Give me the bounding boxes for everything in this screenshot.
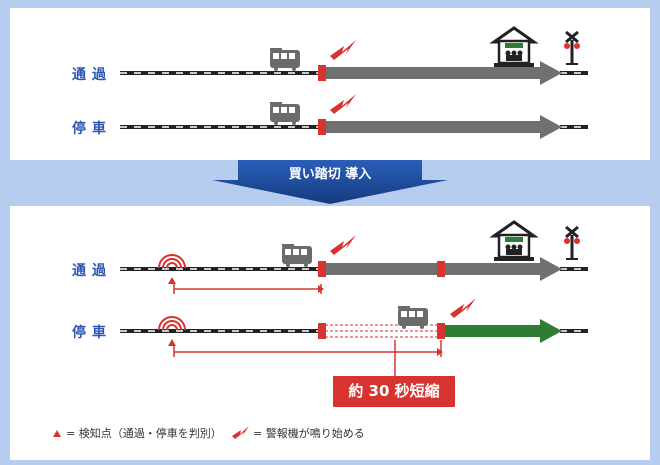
track-after-stop	[120, 329, 588, 333]
crossing-signal-icon	[564, 225, 580, 260]
alarm-point	[437, 323, 445, 339]
legend-alarm-text: = 警報機が鳴り始める	[253, 427, 365, 440]
track-before-pass	[120, 71, 588, 75]
track-before-stop	[120, 125, 588, 129]
crossing-signal-icon	[564, 30, 580, 65]
detector-marker	[168, 339, 176, 346]
detector-icon	[158, 316, 186, 331]
alarm-bolt-icon	[330, 235, 356, 255]
alarm-point	[318, 261, 326, 277]
alarm-bolt-icon	[450, 298, 476, 318]
train-icon	[270, 102, 300, 125]
alarm-point	[318, 65, 326, 81]
station-icon	[489, 26, 539, 67]
track-after-pass	[120, 267, 588, 271]
legend-alarm-bolt-icon	[232, 426, 249, 439]
detector-icon	[158, 254, 186, 269]
alarm-bolt-icon	[330, 94, 356, 114]
arrow-gray-before-stop	[325, 115, 562, 139]
alarm-point	[318, 119, 326, 135]
station-icon	[489, 220, 539, 261]
row-label-after-pass: 通過	[72, 263, 112, 279]
legend-detector-text: = 検知点（通過・停車を判別）	[66, 427, 222, 440]
banner-arrow	[212, 160, 448, 204]
banner-label: 買い踏切 導入	[288, 167, 372, 182]
alarm-bolt-icon	[330, 40, 356, 60]
row-label-after-stop: 停車	[72, 325, 112, 341]
row-label-before-stop: 停車	[72, 121, 112, 137]
train-icon	[282, 244, 312, 267]
distance-line-pass	[173, 283, 324, 294]
legend-detector-marker	[53, 430, 61, 437]
shortening-callout: 約 30 秒短縮	[333, 376, 455, 407]
alarm-point	[318, 323, 326, 339]
row-label-before-pass: 通過	[72, 67, 112, 83]
train-icon	[270, 48, 300, 71]
detector-marker	[168, 277, 176, 284]
distance-line-stop	[173, 340, 443, 376]
alarm-point	[437, 261, 445, 277]
train-icon	[398, 306, 428, 329]
arrow-green-after-stop	[444, 319, 562, 343]
